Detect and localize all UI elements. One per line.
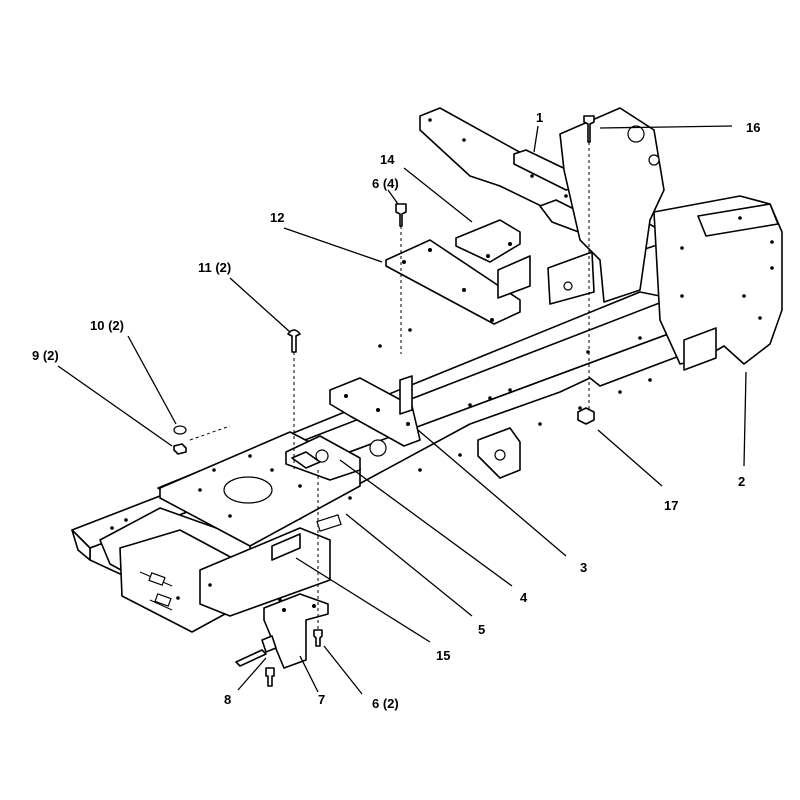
frame-rear-channel — [71, 529, 91, 561]
part-6-bolt-lower — [313, 629, 323, 647]
part-14-bracket — [455, 219, 521, 263]
leader-lines — [57, 125, 747, 695]
rear-side-plate — [559, 107, 665, 303]
callout-9: 9 (2) — [32, 348, 59, 363]
part-6-bolt-upper — [395, 203, 407, 227]
callout-11: 11 (2) — [198, 260, 231, 275]
callout-14: 14 — [380, 152, 395, 167]
part-15-insert — [271, 533, 301, 561]
callout-4: 4 — [520, 590, 528, 605]
part-16-bolt — [583, 115, 595, 143]
part-3-bracket — [329, 377, 421, 447]
callout-5: 5 — [478, 622, 485, 637]
part-8-hairpin — [235, 649, 267, 667]
part-10-washer — [173, 425, 187, 435]
assembly-lines — [189, 142, 590, 630]
callout-17: 17 — [664, 498, 678, 513]
callout-10: 10 (2) — [90, 318, 124, 333]
mid-bracket-assembly — [285, 375, 421, 481]
callout-2: 2 — [738, 474, 745, 489]
fasteners — [173, 115, 595, 687]
callout-6-upper: 6 (4) — [372, 176, 399, 191]
callout-15: 15 — [436, 648, 450, 663]
part-2-front-upright — [497, 107, 783, 371]
part-12-plate — [385, 239, 521, 325]
part-11-carriage-bolt — [287, 329, 301, 353]
part-9-nut — [173, 443, 187, 455]
callout-6-lower: 6 (2) — [372, 696, 399, 711]
front-upright — [653, 195, 783, 365]
callout-1: 1 — [536, 110, 543, 125]
callout-12: 12 — [270, 210, 284, 225]
part-8-clip — [261, 635, 277, 653]
callout-16: 16 — [746, 120, 760, 135]
callout-3: 3 — [580, 560, 587, 575]
latch-clip — [291, 451, 321, 469]
callout-8: 8 — [224, 692, 231, 707]
main-frame — [71, 291, 691, 633]
part-17-nut — [577, 407, 595, 425]
callout-labels: 1 2 3 4 5 6 (4) 6 (2) 7 8 9 (2) 10 (2) 1… — [32, 110, 760, 711]
callout-7: 7 — [318, 692, 325, 707]
deck-plate-opening — [223, 476, 273, 504]
